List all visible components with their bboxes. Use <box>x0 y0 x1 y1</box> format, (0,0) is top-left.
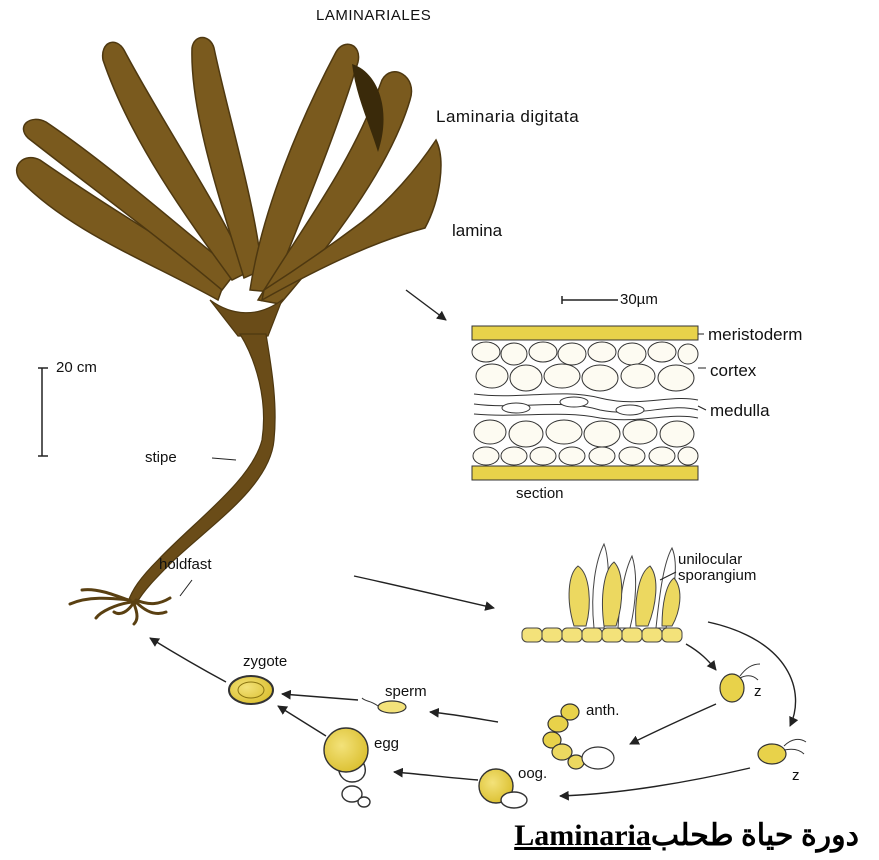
egg-label: egg <box>374 736 399 751</box>
diagram-title: LAMINARIALES <box>316 8 431 23</box>
arrow-holdfast-to-sporangium <box>354 576 494 608</box>
z2-label: z <box>792 768 800 783</box>
arrow-z1-to-anth <box>630 704 716 744</box>
sperm-label: sperm <box>385 684 427 699</box>
medulla-filaments <box>474 394 698 420</box>
zygote-label: zygote <box>243 654 287 669</box>
caption-latin-text: Laminaria <box>514 819 651 852</box>
species-label: Laminaria digitata <box>436 108 579 125</box>
medulla-label: medulla <box>710 402 770 419</box>
arrow-zygote-to-plant <box>150 638 226 682</box>
oog-label: oog. <box>518 766 547 781</box>
zoospore-2 <box>758 739 806 764</box>
arrow-sperm-to-zygote <box>282 694 358 700</box>
section-label: section <box>516 486 564 501</box>
egg-cell <box>324 728 370 807</box>
arrow-sporangium-to-z1 <box>686 644 716 670</box>
cm-scale-label: 20 cm <box>56 360 97 375</box>
stipe-label: stipe <box>145 450 177 465</box>
z1-label: z <box>754 684 762 699</box>
cortex-label: cortex <box>710 362 756 379</box>
unilocular-label: unilocular <box>678 552 742 567</box>
arrow-sporangium-to-z2 <box>708 622 796 726</box>
holdfast-label: holdfast <box>159 557 212 572</box>
scale-bar-cm <box>38 368 48 456</box>
zygote-cell <box>229 676 273 704</box>
sporangium-label: sporangium <box>678 568 756 583</box>
scale-bar-micro <box>562 296 618 304</box>
arrow-anth-to-sperm <box>430 712 498 722</box>
anth-label: anth. <box>586 703 619 718</box>
caption-arabic-text: دورة حياة طحلب <box>651 819 859 852</box>
meristoderm-label: meristoderm <box>708 326 802 343</box>
arrow-egg-to-zygote <box>278 706 326 736</box>
arrow-oog-to-egg <box>394 772 478 780</box>
arabic-caption: دورة حياة طحلبLaminaria <box>514 818 859 853</box>
basal-cells <box>522 628 682 642</box>
lamina-to-section-arrow <box>406 290 446 320</box>
sperm-cell <box>362 698 406 713</box>
unilocular-sporangium-drawing <box>522 544 682 642</box>
lamina-fronds <box>17 38 441 305</box>
lamina-label: lamina <box>452 222 502 239</box>
laminaria-plant <box>17 38 441 625</box>
arrow-z2-to-oog <box>560 768 750 796</box>
lamina-section <box>472 326 698 480</box>
micro-scale-label: 30µm <box>620 292 658 307</box>
holdfast-shape <box>70 590 170 624</box>
